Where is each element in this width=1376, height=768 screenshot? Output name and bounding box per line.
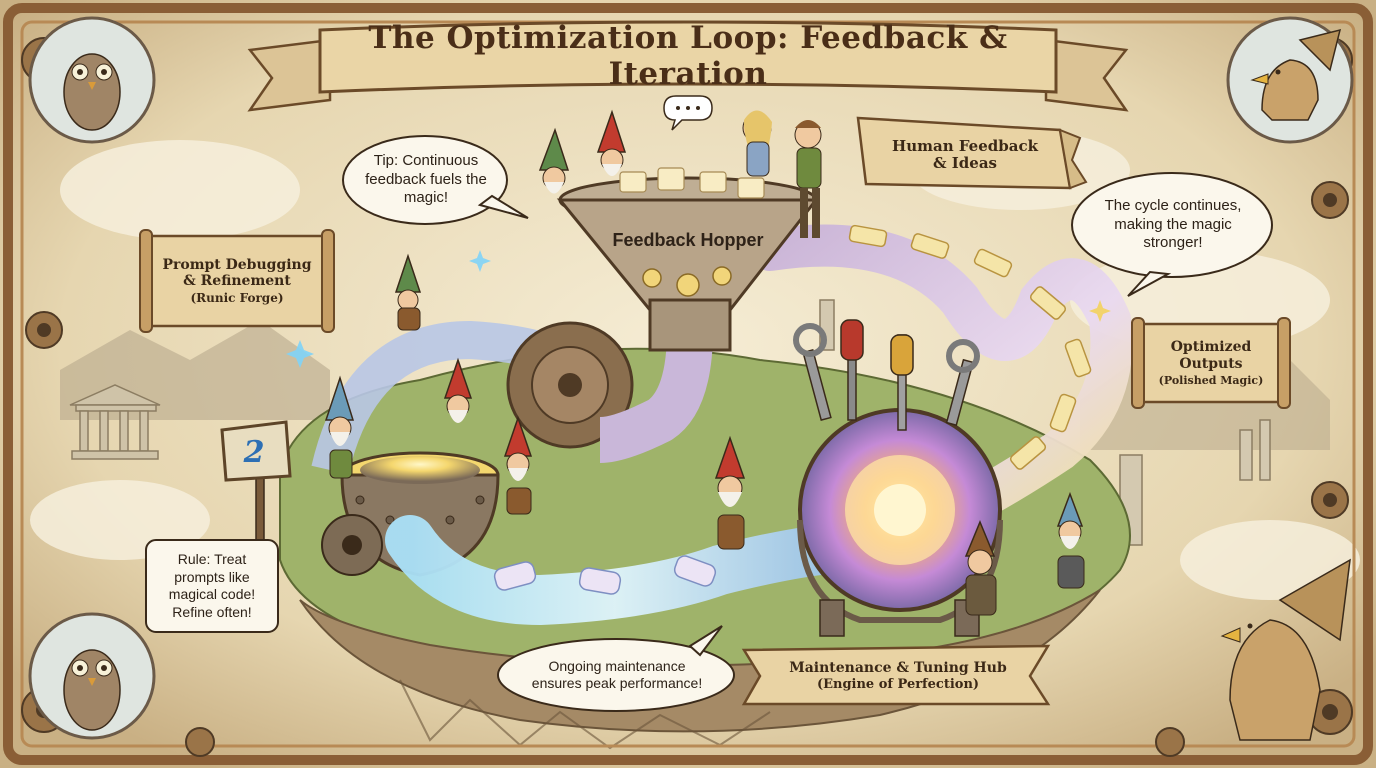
signpost-number: 2: [228, 432, 280, 472]
page-title: The Optimization Loop: Feedback & Iterat…: [330, 28, 1046, 84]
stage-optimized-outputs-subtitle: (Polished Magic): [1159, 374, 1264, 387]
stage-maintenance-hub: Maintenance & Tuning Hub (Engine of Perf…: [760, 650, 1036, 702]
stage-maintenance-hub-subtitle: (Engine of Perfection): [817, 677, 979, 692]
owl-icon-bottom: [30, 614, 154, 738]
stage-maintenance-hub-title: Maintenance & Tuning Hub: [789, 660, 1007, 676]
griffin-icon: [1228, 18, 1352, 142]
bubble-maintenance-text: Ongoing maintenance ensures peak perform…: [504, 652, 730, 698]
stage-prompt-debugging-subtitle: (Runic Forge): [190, 291, 283, 305]
stage-prompt-debugging-title: Prompt Debugging & Refinement: [162, 257, 311, 289]
stage-optimized-outputs-title: Optimized Outputs: [1171, 339, 1252, 371]
bubble-cycle-text: The cycle continues, making the magic st…: [1078, 184, 1268, 266]
stage-human-feedback-title: Human Feedback & Ideas: [870, 128, 1060, 182]
stage-optimized-outputs: Optimized Outputs (Polished Magic): [1144, 328, 1278, 398]
bubble-tip-text: Tip: Continuous feedback fuels the magic…: [350, 144, 502, 216]
stage-prompt-debugging: Prompt Debugging & Refinement (Runic For…: [150, 240, 324, 322]
bubble-rule-text: Rule: Treat prompts like magical code! R…: [148, 544, 276, 628]
feedback-hopper-label: Feedback Hopper: [588, 222, 788, 258]
owl-icon: [30, 18, 154, 142]
